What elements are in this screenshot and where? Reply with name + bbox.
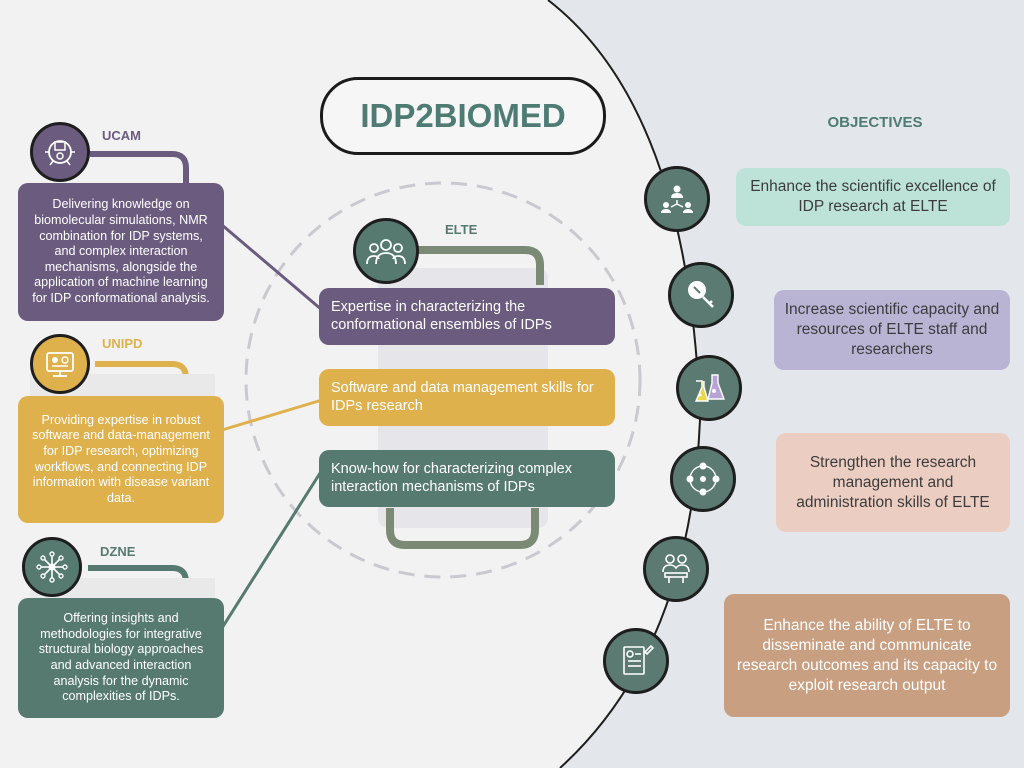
- group-people-icon: [366, 239, 406, 265]
- unipd-description: Providing expertise in robust software a…: [18, 396, 224, 523]
- objective-1: Enhance the scientific excellence of IDP…: [736, 168, 1010, 226]
- computer-network-icon: [46, 352, 74, 377]
- team-network-icon: [661, 185, 693, 213]
- objective-icon-3: [676, 355, 742, 421]
- elte-label: ELTE: [445, 222, 478, 237]
- objective-icon-1: [644, 166, 710, 232]
- elte-expertise-2: Software and data management skills for …: [319, 369, 615, 426]
- ucam-icon-circle: [30, 122, 90, 182]
- unipd-icon-circle: [30, 334, 90, 394]
- elte-bottom-bracket: [386, 508, 539, 549]
- unipd-label: UNIPD: [102, 336, 143, 351]
- meeting-icon: [662, 554, 690, 583]
- dzne-icon-circle: [22, 537, 82, 597]
- elte-dashed-ring: [244, 181, 642, 579]
- dzne-description: Offering insights and methodologies for …: [18, 598, 224, 718]
- objective-3: Strengthen the research management and a…: [776, 433, 1010, 532]
- elte-expertise-1: Expertise in characterizing the conforma…: [319, 288, 615, 345]
- ucam-description: Delivering knowledge on biomolecular sim…: [18, 183, 224, 321]
- network-nodes-icon: [36, 551, 68, 583]
- objective-icon-5: [643, 536, 709, 602]
- elte-expertise-3: Know-how for characterizing complex inte…: [319, 450, 615, 507]
- ucam-label: UCAM: [102, 128, 141, 143]
- objectives-title: OBJECTIVES: [827, 114, 923, 131]
- objective-4: Enhance the ability of ELTE to dissemina…: [724, 594, 1010, 717]
- objective-icon-6: [603, 628, 669, 694]
- ucam-connector: [221, 223, 323, 312]
- objective-icon-2: [668, 262, 734, 328]
- dzne-label: DZNE: [100, 544, 136, 559]
- lab-flasks-icon: [694, 374, 726, 402]
- dzne-connector: [220, 469, 324, 629]
- microchip-brain-icon: [45, 140, 75, 166]
- page-title: IDP2BIOMED: [320, 77, 606, 155]
- tools-icon: [688, 281, 714, 308]
- elte-icon-circle: [353, 218, 419, 284]
- objective-2: Increase scientific capacity and resourc…: [774, 290, 1010, 370]
- people-circle-icon: [686, 462, 720, 496]
- ucam-tab: [90, 151, 189, 185]
- objective-icon-4: [670, 446, 736, 512]
- document-settings-icon: [623, 644, 655, 675]
- unipd-connector: [221, 398, 323, 432]
